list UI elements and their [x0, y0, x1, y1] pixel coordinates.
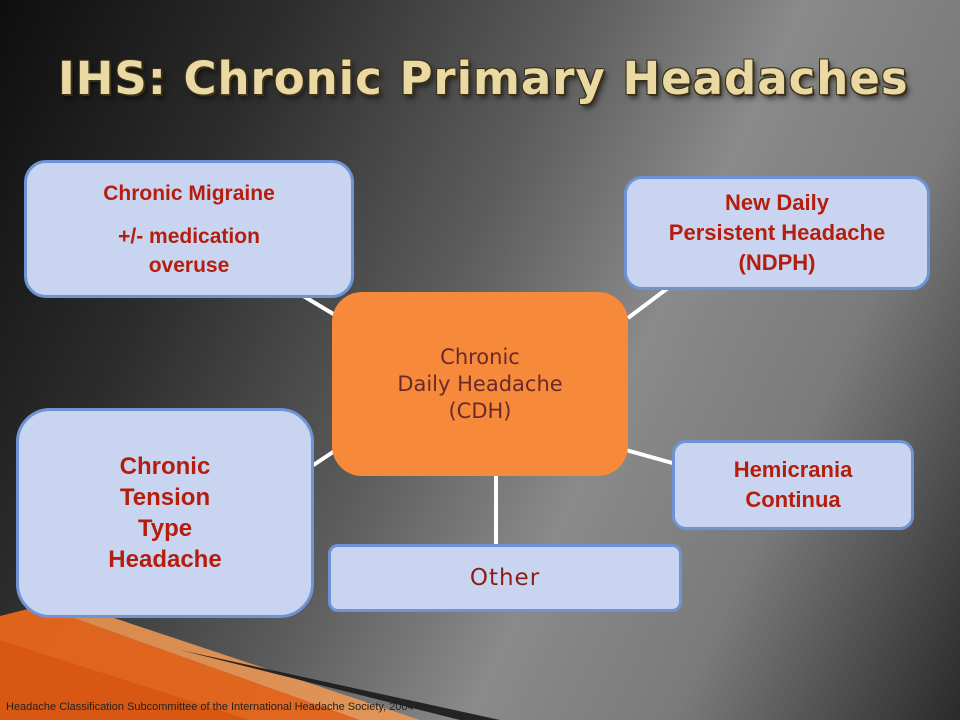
chronic-migraine-label: Chronic Migraine	[103, 181, 275, 205]
cdh-line2: Daily Headache	[397, 371, 563, 396]
ndph-line2: Persistent Headache	[668, 220, 886, 245]
medication-overuse-label: +/- medication	[118, 224, 260, 248]
cdh-line3: (CDH)	[448, 398, 512, 423]
hemicrania-line1: Hemicrania	[733, 457, 853, 482]
citation-footer: Headache Classification Subcommittee of …	[6, 701, 414, 713]
tension-line4: Headache	[108, 546, 222, 573]
connector-hemicrania	[625, 448, 677, 466]
cdh-center-box: Chronic Daily Headache (CDH)	[332, 292, 628, 476]
tension-type-box: Chronic Tension Type Headache	[16, 408, 314, 618]
cdh-line1: Chronic	[440, 344, 520, 369]
tension-line3: Type	[137, 515, 193, 542]
slide-title: IHS: Chronic Primary Headaches	[58, 52, 909, 105]
connector-ndph	[626, 286, 670, 320]
ndph-box: New Daily Persistent Headache (NDPH)	[624, 176, 930, 290]
other-label: Other	[469, 565, 541, 591]
ndph-line1: New Daily	[725, 190, 829, 215]
hemicrania-line2: Continua	[745, 487, 841, 512]
chronic-migraine-box: Chronic Migraine +/- medication overuse	[24, 160, 354, 298]
overuse-label: overuse	[148, 253, 230, 277]
ndph-line3: (NDPH)	[738, 250, 816, 275]
tension-line1: Chronic	[119, 453, 211, 480]
other-box: Other	[328, 544, 682, 612]
tension-line2: Tension	[119, 484, 211, 511]
hemicrania-box: Hemicrania Continua	[672, 440, 914, 530]
